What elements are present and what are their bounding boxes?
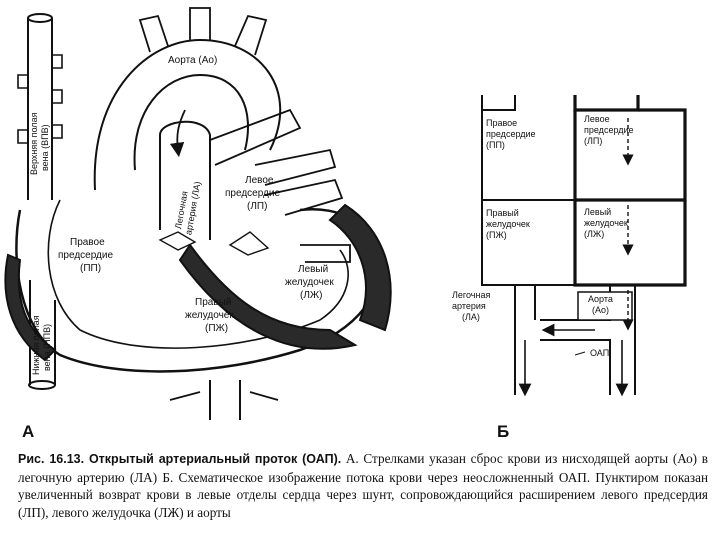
box-lv-b — [573, 200, 687, 287]
label-svc: Верхняя полая вена (ВПВ) — [29, 112, 50, 175]
svg-text:предсердие: предсердие — [58, 250, 113, 261]
svg-text:желудочек: желудочек — [185, 310, 234, 321]
svg-text:Правый: Правый — [486, 208, 519, 218]
figure-caption: Рис. 16.13. Открытый артериальный проток… — [18, 450, 708, 521]
panel-letter-a: А — [22, 422, 34, 441]
flow-schematic — [481, 95, 687, 397]
panel-letter-b: Б — [497, 422, 509, 441]
box-rv-b — [481, 200, 575, 286]
b-label-pa: Легочная артерия (ЛА) — [452, 290, 490, 322]
svg-text:(Ао): (Ао) — [592, 305, 609, 315]
svg-text:желудочек: желудочек — [285, 277, 334, 288]
pulmonary-artery — [159, 120, 211, 240]
svg-text:предсердие: предсердие — [486, 129, 536, 139]
label-rv: Правый желудочек (ПЖ) — [185, 297, 234, 334]
figure-canvas: Аорта (Ао) Верхняя полая вена (ВПВ) Нижн… — [4, 7, 687, 441]
svg-text:Левое: Левое — [584, 114, 610, 124]
svg-text:предсердие: предсердие — [225, 188, 280, 199]
svg-text:Правое: Правое — [70, 237, 105, 248]
svg-text:Правое: Правое — [486, 118, 517, 128]
svg-text:Правый: Правый — [195, 297, 231, 308]
svg-text:(ЛА): (ЛА) — [462, 312, 480, 322]
aortic-arch — [93, 38, 282, 191]
svg-text:(ПЖ): (ПЖ) — [486, 230, 507, 240]
caption-text: А. Стрелками указан сброс крови из нисхо… — [18, 451, 708, 520]
b-label-oap: ОАП — [590, 348, 609, 358]
label-aorta: Аорта (Ао) — [168, 55, 217, 66]
svg-text:желудочек: желудочек — [486, 219, 530, 229]
svg-text:(ПЖ): (ПЖ) — [205, 323, 228, 334]
svg-text:(ЛЖ): (ЛЖ) — [584, 229, 604, 239]
svg-text:Аорта: Аорта — [588, 294, 613, 304]
svg-text:(ЛП): (ЛП) — [247, 201, 267, 212]
svg-text:Левый: Левый — [298, 264, 328, 275]
svg-text:(ЛП): (ЛП) — [584, 136, 602, 146]
b-label-rv: Правый желудочек (ПЖ) — [486, 208, 530, 240]
label-ra: Правое предсердие (ПП) — [58, 237, 113, 274]
label-lv: Левый желудочек (ЛЖ) — [285, 264, 334, 301]
svg-text:вена (НПВ): вена (НПВ) — [42, 324, 52, 371]
caption-title: Рис. 16.13. Открытый артериальный проток… — [18, 452, 342, 466]
b-label-ao: Аорта (Ао) — [588, 294, 613, 315]
box-la-b — [573, 95, 640, 112]
heart-diagram — [4, 7, 392, 420]
label-pa: Легочная артерия (ЛА) — [173, 181, 202, 236]
svg-text:Левое: Левое — [245, 175, 274, 186]
svg-text:артерия: артерия — [452, 301, 486, 311]
b-label-lv: Левый желудочек (ЛЖ) — [584, 207, 628, 239]
svg-text:предсердие: предсердие — [584, 125, 634, 135]
svg-text:Левый: Левый — [584, 207, 611, 217]
svg-text:вена (ВПВ): вена (ВПВ) — [40, 124, 50, 171]
label-ivc: Нижняя полая вена (НПВ) — [31, 315, 52, 375]
b-label-ra: Правое предсердие (ПП) — [486, 118, 536, 150]
svg-text:(ЛЖ): (ЛЖ) — [300, 290, 322, 301]
svg-text:Нижняя полая: Нижняя полая — [31, 315, 41, 375]
svc-vessel — [27, 18, 53, 200]
svg-text:(ПП): (ПП) — [80, 263, 101, 274]
svg-text:Верхняя полая: Верхняя полая — [29, 112, 39, 175]
svg-text:желудочек: желудочек — [584, 218, 628, 228]
svg-text:(ПП): (ПП) — [486, 140, 505, 150]
svg-text:Легочная: Легочная — [452, 290, 490, 300]
b-label-la: Левое предсердие (ЛП) — [584, 114, 634, 146]
descending-aorta — [209, 380, 241, 420]
label-la: Левое предсердие (ЛП) — [225, 175, 280, 212]
